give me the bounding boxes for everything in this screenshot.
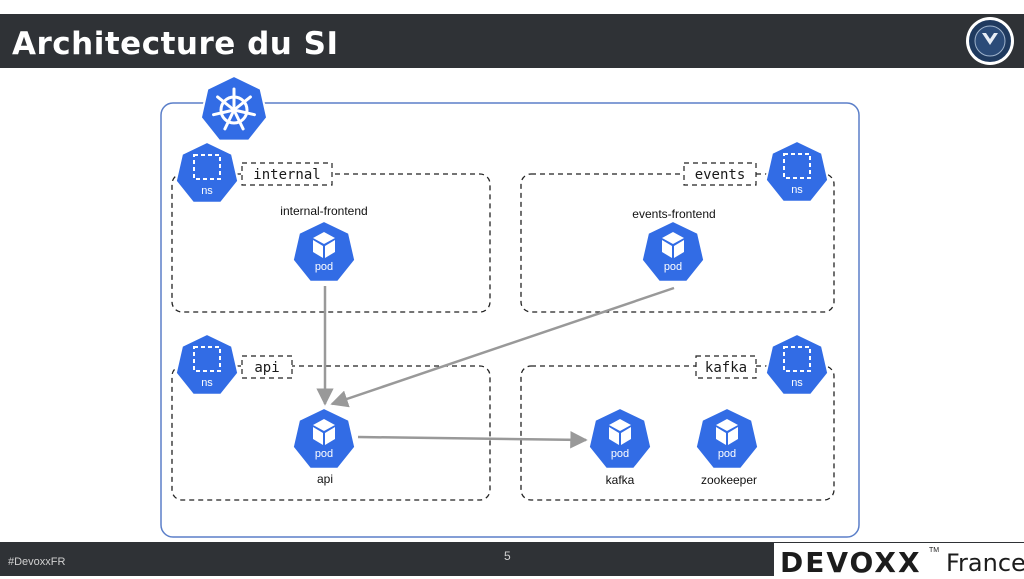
cube-face [674,240,684,258]
ns-icon-label: ns [201,377,213,389]
pod-icon-kafka: pod [587,406,653,470]
namespace-label-events: events [683,162,757,186]
cube-face [716,427,726,445]
cube-icon [716,419,738,431]
cube-face [313,240,323,258]
namespace-box-events [520,173,835,313]
logo-tm: TM [929,547,940,554]
namespace-icon-api: ns [174,332,240,396]
namespace-icon-events: ns [764,139,830,203]
pod-icon-label: pod [611,448,629,460]
pod-icon-internal-frontend: pod [291,219,357,283]
namespace-icon-internal: ns [174,140,240,204]
shield-logo-icon [966,17,1014,65]
namespace-square-icon [783,346,811,372]
namespace-name: internal [253,167,320,183]
pod-icon-events-frontend: pod [640,219,706,283]
logo-region: France [946,549,1024,577]
cube-face [325,427,335,445]
pod-caption-api: api [317,472,333,486]
namespace-box-kafka [520,365,835,501]
cube-icon [609,419,631,431]
namespace-icon-kafka: ns [764,332,830,396]
devoxx-france-logo: DEVOXX TM France [774,543,1024,579]
pod-icon-label: pod [315,261,333,273]
namespace-box-api [171,365,491,501]
cube-face [621,427,631,445]
namespace-name: kafka [705,360,747,376]
ns-icon-label: ns [791,184,803,196]
cube-face [313,427,323,445]
cube-icon [313,419,335,431]
ns-icon-label: ns [791,377,803,389]
hashtag-text: #DevoxxFR [8,556,66,568]
cluster-boundary [160,102,860,538]
ns-icon-label: ns [201,185,213,197]
cube-face [662,240,672,258]
arrow-events-frontend-to-api [330,286,675,408]
pod-caption-zookeeper: zookeeper [701,473,757,487]
pod-icon-api: pod [291,406,357,470]
cube-icon [313,232,335,244]
pod-icon-label: pod [664,261,682,273]
arrow-api-to-kafka [357,431,588,449]
logo-brand: DEVOXX [780,546,922,579]
cube-face [728,427,738,445]
namespace-name: api [254,360,279,376]
namespace-label-kafka: kafka [695,355,757,379]
namespace-square-icon [193,154,221,180]
namespace-square-icon [783,153,811,179]
namespace-name: events [695,167,746,183]
pod-icon-label: pod [315,448,333,460]
namespace-label-api: api [241,355,293,379]
page-number: 5 [504,549,511,563]
cube-face [609,427,619,445]
pod-icon-label: pod [718,448,736,460]
pod-caption-kafka: kafka [606,473,635,487]
cube-icon [662,232,684,244]
pod-caption-internal-frontend: internal-frontend [280,204,367,218]
namespace-square-icon [193,346,221,372]
kubernetes-helm-icon [199,74,269,142]
pod-icon-zookeeper: pod [694,406,760,470]
slide-header: Architecture du SI [0,14,1024,68]
slide-title: Architecture du SI [12,26,339,62]
namespace-label-internal: internal [241,162,333,186]
pod-caption-events-frontend: events-frontend [632,207,715,221]
cube-face [325,240,335,258]
